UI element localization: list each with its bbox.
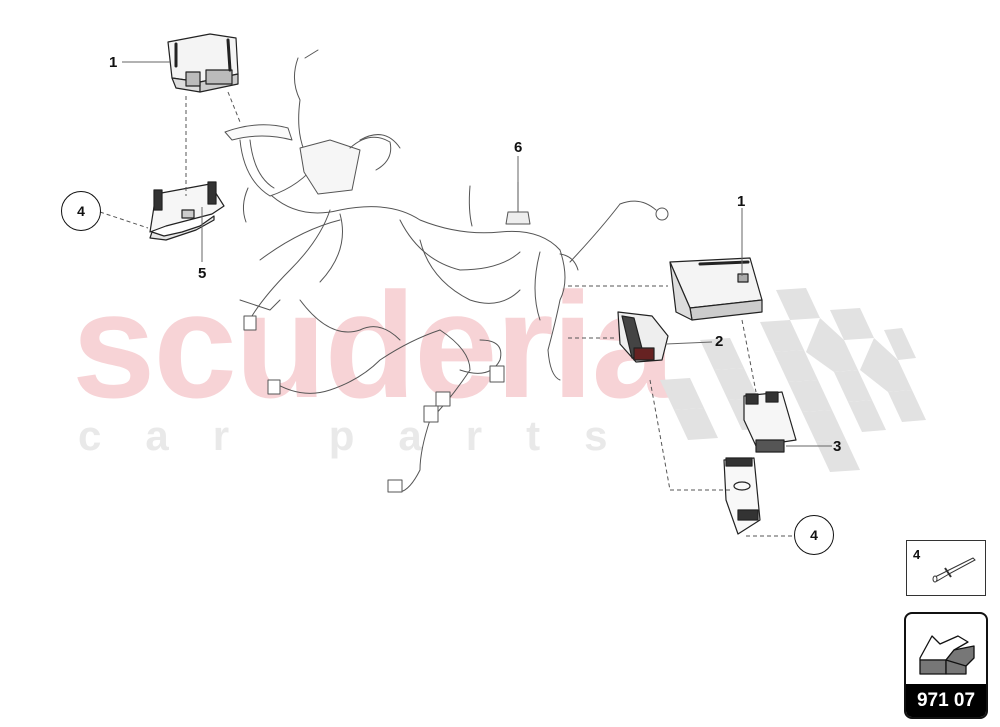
bracket-left-part: [149, 181, 225, 241]
callout-4-right-circle: 4: [794, 515, 834, 555]
legend-rivet-box: 4: [906, 540, 986, 596]
rivet-icon: [932, 557, 976, 583]
callout-1-right: 1: [737, 193, 746, 210]
legend-item-number: 4: [913, 547, 921, 562]
ecu-right-part: [669, 257, 763, 321]
direction-arrow-icon: [919, 635, 975, 675]
callout-1-left: 1: [109, 54, 118, 71]
ecu-left-part: [167, 33, 239, 93]
callout-6: 6: [514, 139, 523, 156]
callout-5: 5: [198, 265, 207, 282]
bracket-right-part: [723, 391, 797, 535]
callout-4-left-circle: 4: [61, 191, 101, 231]
callout-3: 3: [833, 438, 842, 455]
reference-code-box: 971 07: [904, 612, 988, 719]
module-part: [617, 311, 669, 363]
wiring-harness-part: [224, 49, 669, 493]
reference-code: 971 07: [906, 684, 986, 717]
watermark-scuderia: scuderia: [72, 261, 675, 429]
watermark-car-parts: car parts: [78, 412, 652, 459]
callout-2: 2: [715, 333, 724, 350]
